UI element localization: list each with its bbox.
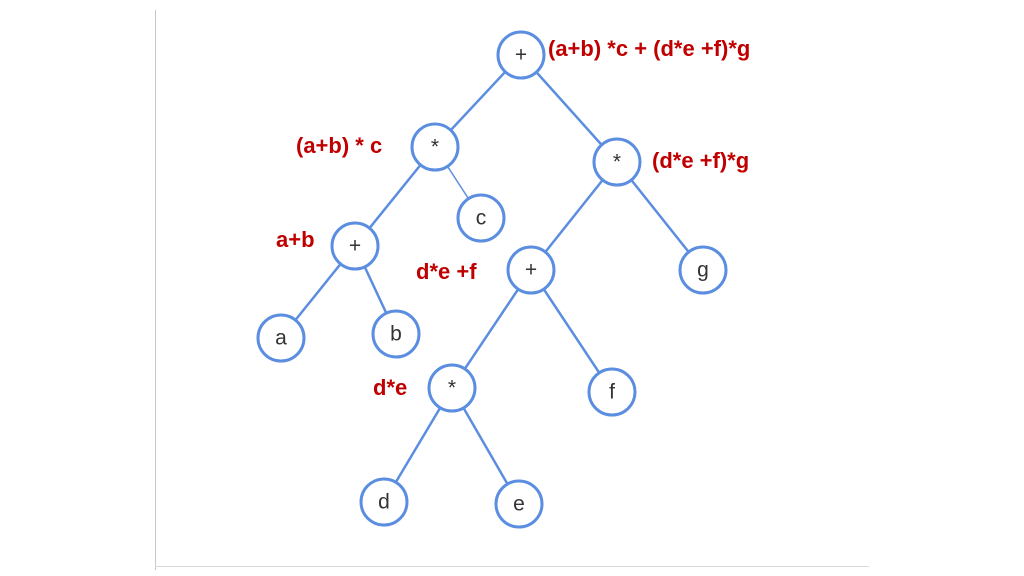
- node-circle: [359, 477, 409, 527]
- node-circle: [427, 363, 477, 413]
- node-circle: [592, 137, 642, 187]
- node-plus_def: +: [506, 245, 556, 295]
- node-circle: [506, 245, 556, 295]
- node-b: b: [371, 309, 421, 359]
- bottom-border-line: [155, 566, 869, 567]
- left-border-line: [155, 10, 156, 570]
- node-c: c: [456, 193, 506, 243]
- node-circle: [587, 367, 637, 417]
- node-circle: [410, 122, 460, 172]
- node-f: f: [587, 367, 637, 417]
- node-label-mul_right: *: [613, 151, 621, 174]
- node-label-mul_de: *: [448, 377, 456, 400]
- node-g: g: [678, 245, 728, 295]
- node-label-root: +: [515, 44, 527, 67]
- node-label-mul_left: *: [431, 136, 439, 159]
- node-label-plus_ab: +: [349, 235, 361, 258]
- node-label-c: c: [476, 207, 487, 230]
- annotation-root: (a+b) *c + (d*e +f)*g: [548, 36, 751, 61]
- node-plus_ab: +: [330, 221, 380, 271]
- annotation-plus-ab: a+b: [276, 227, 315, 252]
- annotation-mul-left: (a+b) * c: [296, 133, 383, 158]
- node-d: d: [359, 477, 409, 527]
- node-label-plus_def: +: [525, 259, 537, 282]
- nodes-layer: + * * + c + g a b * f d e: [256, 30, 728, 529]
- node-circle: [496, 30, 546, 80]
- annotation-mul-de: d*e: [373, 375, 408, 400]
- node-label-f: f: [609, 381, 615, 404]
- node-mul_right: *: [592, 137, 642, 187]
- node-circle: [330, 221, 380, 271]
- node-mul_left: *: [410, 122, 460, 172]
- node-a: a: [256, 313, 306, 363]
- edges-layer: [280, 54, 704, 505]
- node-circle: [371, 309, 421, 359]
- node-label-e: e: [513, 493, 525, 516]
- node-mul_de: *: [427, 363, 477, 413]
- node-circle: [494, 479, 544, 529]
- node-label-d: d: [378, 491, 390, 514]
- node-label-b: b: [390, 323, 402, 346]
- annotation-mul-right: (d*e +f)*g: [652, 148, 750, 173]
- node-label-g: g: [697, 259, 709, 282]
- node-circle: [678, 245, 728, 295]
- node-circle: [456, 193, 506, 243]
- node-circle: [256, 313, 306, 363]
- node-root: +: [496, 30, 546, 80]
- node-label-a: a: [275, 327, 287, 350]
- node-e: e: [494, 479, 544, 529]
- annotation-plus-def: d*e +f: [416, 259, 477, 284]
